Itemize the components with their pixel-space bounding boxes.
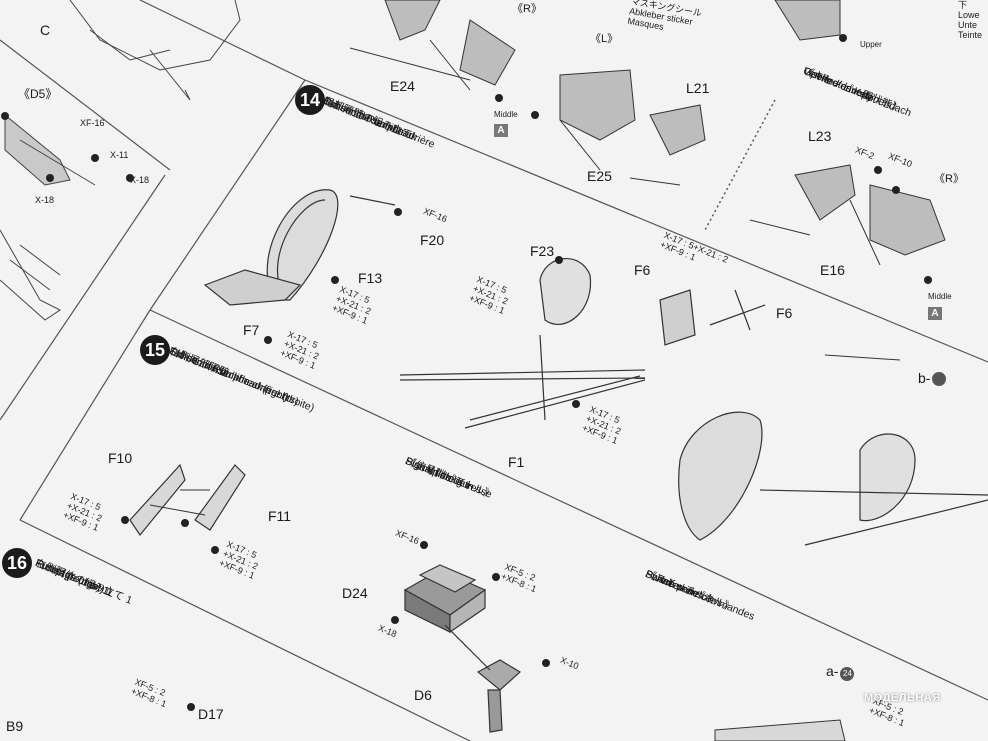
part-e25: E25: [587, 168, 612, 184]
page-number: B9: [6, 718, 24, 734]
part-l21: L21: [686, 80, 710, 96]
part-f11: F11: [268, 508, 292, 524]
badge-a-left: A: [494, 124, 508, 137]
step14-number: 14: [295, 85, 325, 115]
left-x18-b: X-18: [35, 195, 55, 205]
left-x11: X-11: [110, 150, 129, 160]
side-l: 《L》: [590, 33, 619, 45]
badge-a-right: A: [928, 307, 942, 320]
decal-a-24: a-24: [826, 663, 855, 681]
part-d24: D24: [342, 585, 368, 601]
b10-badge: [932, 372, 947, 387]
part-d6: D6: [414, 687, 432, 703]
left-xf16: XF-16: [80, 118, 105, 128]
part-f23: F23: [530, 243, 555, 259]
top-right-l1: 下: [958, 0, 968, 10]
part-f1: F1: [508, 454, 525, 470]
left-b10: b-: [918, 370, 947, 387]
part-d17: D17: [198, 706, 224, 722]
decal-number-badge: 24: [840, 667, 855, 681]
left-column-border: [0, 39, 171, 171]
middle-label-right: Middle: [928, 292, 952, 301]
step16-number: 16: [2, 548, 32, 578]
part-f20: F20: [420, 232, 445, 248]
paint-markers: [1, 34, 932, 711]
top-right-fragment: 下 Lowe Unte Teinte: [958, 0, 982, 40]
top-right-l4: Teinte: [958, 30, 983, 40]
step15-top-border: [149, 309, 988, 701]
part-e24: E24: [390, 78, 415, 94]
part-f10: F10: [108, 450, 133, 466]
part-f6-left: F6: [634, 262, 651, 278]
part-f7: F7: [243, 322, 260, 338]
part-f13: F13: [358, 270, 383, 286]
top-right-l3: Unte: [958, 20, 978, 30]
left-x18-a: X-18: [130, 175, 150, 185]
part-l23: L23: [808, 128, 832, 144]
step14-top-border: [304, 79, 988, 363]
step15-number: 15: [140, 335, 170, 365]
watermark: МОДЕЛЬНАЯ: [864, 692, 941, 704]
middle-label-left: Middle: [494, 110, 518, 119]
top-right-l2: Lowe: [958, 10, 980, 20]
part-e16: E16: [820, 262, 845, 278]
b10-prefix: b-: [918, 370, 931, 386]
side-r-bottom: 《R》: [934, 173, 964, 185]
part-f6-right: F6: [776, 305, 793, 321]
left-c-label: C: [40, 22, 51, 38]
upper-label: Upper: [860, 40, 882, 49]
decal-prefix: a-: [826, 663, 839, 679]
step16-top-border: [19, 519, 471, 741]
left-d5-label: 《D5》: [18, 87, 58, 101]
side-r-top: 《R》: [512, 3, 542, 15]
